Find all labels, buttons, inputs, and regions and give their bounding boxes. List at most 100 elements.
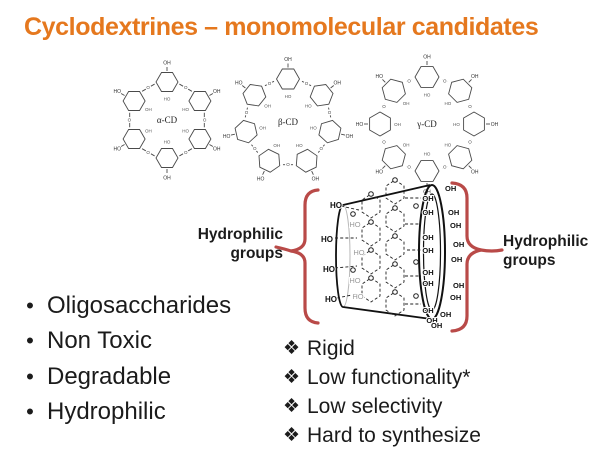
svg-text:O: O <box>184 150 188 155</box>
svg-text:OH: OH <box>264 104 271 109</box>
svg-text:HO: HO <box>310 126 317 131</box>
bullet-text: Low selectivity <box>307 394 443 418</box>
label-line-2: groups <box>503 252 556 269</box>
svg-text:O: O <box>407 79 411 84</box>
svg-text:OH: OH <box>440 310 451 319</box>
svg-text:HO: HO <box>349 276 360 285</box>
svg-text:OH: OH <box>145 129 152 134</box>
svg-text:HO: HO <box>444 143 451 148</box>
label-line-2: groups <box>230 245 283 262</box>
svg-text:OH: OH <box>422 194 433 203</box>
bullet-item: ❖Low functionality* <box>283 363 481 392</box>
svg-text:HO: HO <box>325 295 337 304</box>
svg-text:OH: OH <box>423 189 431 195</box>
svg-text:HO: HO <box>330 201 342 210</box>
bullet-text: Non Toxic <box>47 327 152 355</box>
left-brace <box>274 188 320 325</box>
svg-text:HO: HO <box>424 92 431 97</box>
svg-text:HO: HO <box>376 170 384 176</box>
svg-text:OH: OH <box>422 208 433 217</box>
svg-text:HO: HO <box>296 143 303 148</box>
svg-text:O: O <box>468 104 472 109</box>
bullet-item: ❖Low selectivity <box>283 392 481 421</box>
svg-text:O: O <box>253 146 257 151</box>
svg-text:HO: HO <box>321 235 333 244</box>
diamond-bullet: ❖ <box>283 425 301 446</box>
svg-text:HO: HO <box>257 177 265 183</box>
svg-text:HO: HO <box>424 151 431 156</box>
bullet-item: • Non Toxic <box>18 324 231 360</box>
svg-text:O: O <box>245 110 249 115</box>
svg-text:OH: OH <box>213 147 221 153</box>
svg-text:HO: HO <box>349 220 360 229</box>
svg-text:OH: OH <box>422 233 433 242</box>
svg-text:O: O <box>443 165 447 170</box>
svg-text:HO: HO <box>164 139 171 144</box>
svg-text:HO: HO <box>353 248 364 257</box>
bullet-item: • Degradable <box>18 359 231 395</box>
svg-text:HO: HO <box>356 122 364 128</box>
svg-text:OH: OH <box>451 255 462 264</box>
svg-text:OH: OH <box>431 321 442 330</box>
svg-text:HO: HO <box>223 134 231 140</box>
svg-text:HO: HO <box>182 107 189 112</box>
svg-text:HO: HO <box>285 94 292 99</box>
svg-text:OH: OH <box>445 184 456 193</box>
svg-text:OH: OH <box>471 170 479 176</box>
bullet-item: ❖Rigid <box>283 334 481 363</box>
svg-text:HO: HO <box>305 104 312 109</box>
svg-text:OH: OH <box>422 268 433 277</box>
hydrophilic-groups-label-left: Hydrophilic groups <box>168 225 283 263</box>
bullet-dot: • <box>26 292 34 318</box>
svg-text:O: O <box>320 146 324 151</box>
svg-text:γ-CD: γ-CD <box>416 119 437 129</box>
svg-text:OH: OH <box>403 143 410 148</box>
hydrophilic-groups-label-right: Hydrophilic groups <box>503 232 613 270</box>
svg-text:HO: HO <box>444 101 451 106</box>
svg-text:OH: OH <box>334 81 342 87</box>
svg-text:HO: HO <box>323 265 335 274</box>
svg-text:OH: OH <box>259 126 266 131</box>
svg-text:HO: HO <box>235 81 243 87</box>
right-bullet-list: ❖Rigid ❖Low functionality* ❖Low selectiv… <box>283 334 481 450</box>
cyclodextrin-cone-diagram: HOHOHOHOHOHOHOHOOHOHOHOHOHOHOHOHOHOHOHOH… <box>320 177 465 331</box>
svg-text:HO: HO <box>113 147 121 153</box>
svg-text:HO: HO <box>376 74 384 80</box>
bullet-item: • Oligosaccharides <box>18 288 231 324</box>
svg-text:OH: OH <box>453 240 464 249</box>
svg-text:HO: HO <box>164 96 171 101</box>
svg-text:OH: OH <box>426 316 437 325</box>
bullet-dot: • <box>26 328 34 354</box>
bullet-text: Hydrophilic <box>47 398 166 426</box>
svg-text:OH: OH <box>163 175 171 181</box>
svg-text:HO: HO <box>182 129 189 134</box>
diamond-bullet: ❖ <box>283 338 301 359</box>
right-brace <box>450 181 504 333</box>
bullet-item: •Hydrophilic <box>18 395 231 431</box>
label-line-1: Hydrophilic <box>197 226 283 243</box>
svg-text:O: O <box>128 118 132 123</box>
page-title: Cyclodextrines – monomolecular candidate… <box>24 13 539 41</box>
bullet-text: Oligosaccharides <box>47 291 232 319</box>
svg-text:α-CD: α-CD <box>157 115 178 125</box>
svg-text:OH: OH <box>273 143 280 148</box>
svg-text:OH: OH <box>284 57 292 63</box>
svg-text:O: O <box>203 118 207 123</box>
svg-text:O: O <box>382 104 386 109</box>
bullet-dot: • <box>26 363 34 389</box>
svg-text:HO: HO <box>453 122 460 127</box>
svg-text:O: O <box>146 150 150 155</box>
bullet-text: Degradable <box>47 362 172 390</box>
svg-text:OH: OH <box>453 281 464 290</box>
bullet-item: ❖Hard to synthesize <box>283 421 481 450</box>
svg-text:OH: OH <box>394 122 401 127</box>
svg-text:OH: OH <box>422 246 433 255</box>
svg-text:OH: OH <box>346 134 354 140</box>
svg-text:OH: OH <box>403 101 410 106</box>
svg-text:OH: OH <box>450 221 461 230</box>
svg-text:O: O <box>443 79 447 84</box>
svg-text:O: O <box>407 165 411 170</box>
